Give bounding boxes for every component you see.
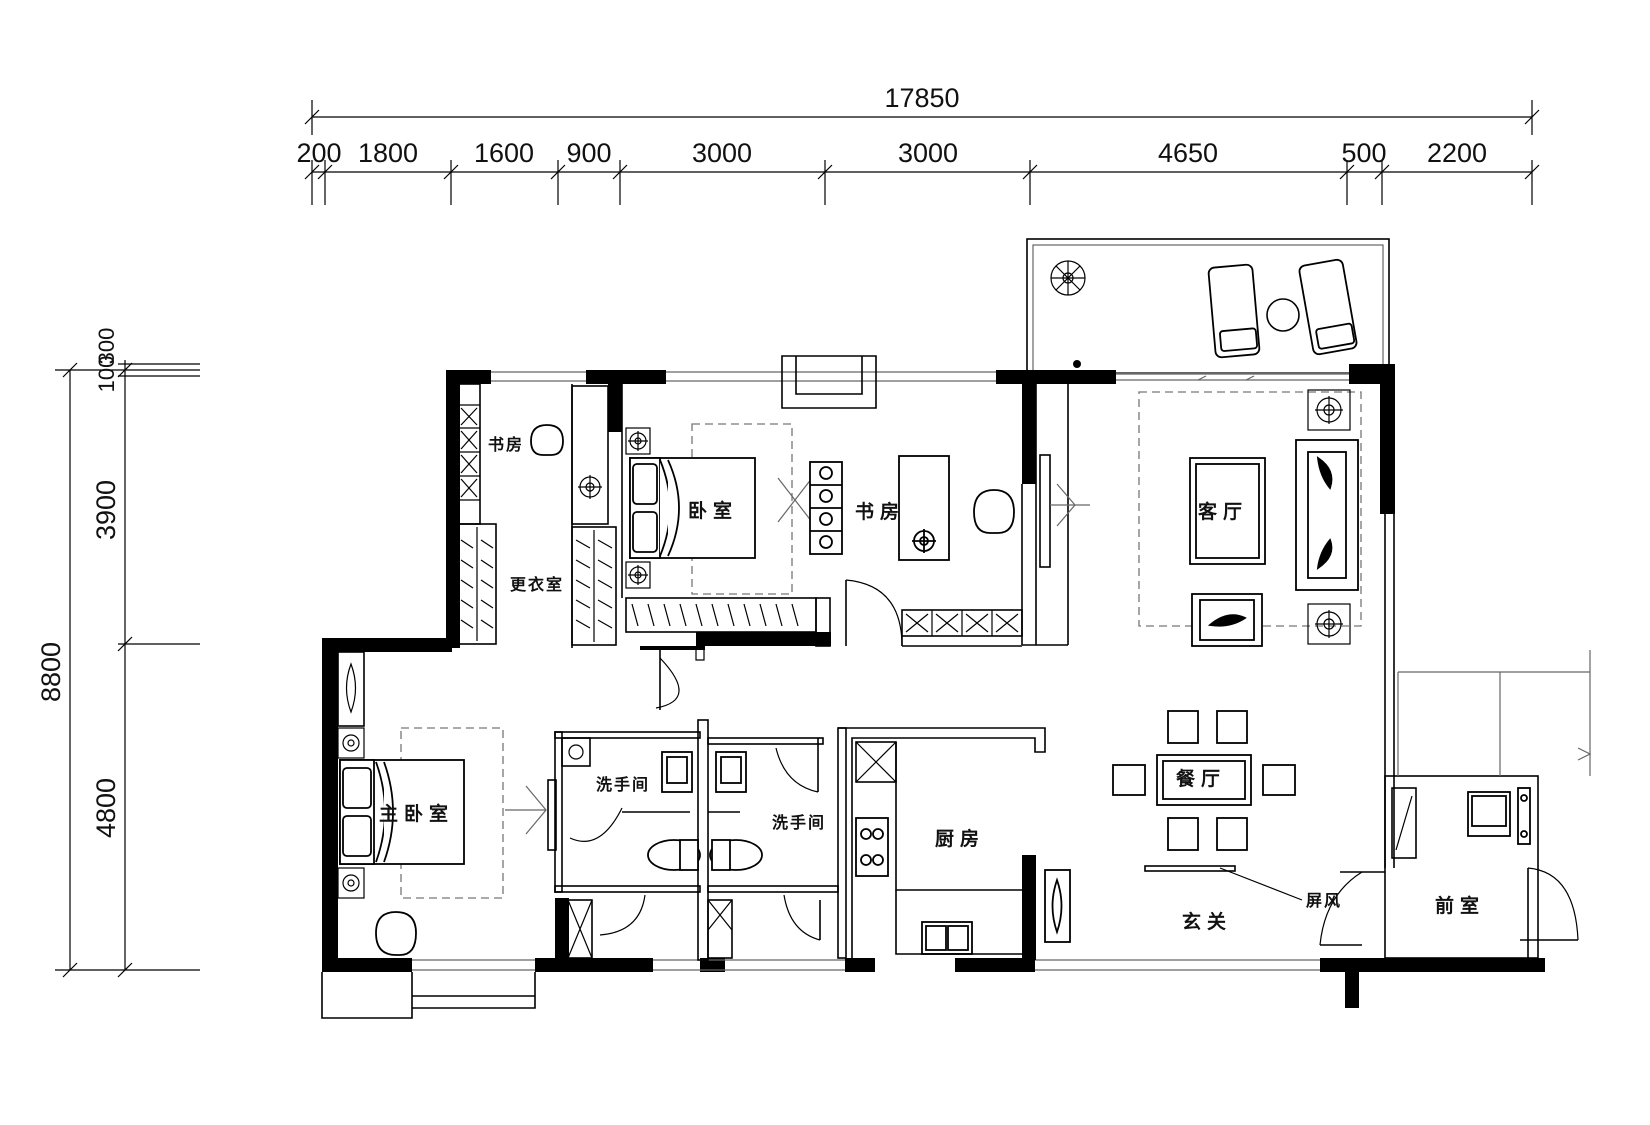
chair-icon (530, 424, 564, 456)
dim-depth-upper: 3900 (91, 480, 121, 540)
label-screen: 屏风 (1306, 891, 1342, 910)
bathrooms: 洗手间 洗手间 (554, 719, 847, 961)
dim-total-width: 17850 (884, 83, 959, 113)
room-label-master-bedroom: 主卧室 (379, 802, 454, 825)
dim-segment-8: 500 (1341, 138, 1386, 168)
bed-icon (629, 457, 756, 559)
kitchen: 厨房 (838, 727, 1046, 958)
bed-icon (339, 759, 465, 865)
lamp-icon (1307, 603, 1351, 645)
dim-segment-3: 1600 (474, 138, 534, 168)
dim-segment-1: 200 (296, 138, 341, 168)
dim-segment-2: 1800 (358, 138, 418, 168)
lamp-icon (337, 727, 365, 759)
armchair-icon (1191, 593, 1263, 647)
dim-depth-lower: 4800 (91, 778, 121, 838)
washing-machine-icon (1467, 787, 1531, 845)
living-room: 客厅 (1138, 375, 1362, 647)
lamp-icon (625, 427, 651, 455)
master-bedroom: 主卧室 (337, 646, 680, 956)
toilet-icon (647, 839, 701, 871)
bedroom: 卧室 (621, 384, 831, 661)
dim-depth-top2: 300 (94, 328, 119, 365)
balcony (1026, 238, 1390, 374)
stove-icon (855, 817, 889, 877)
lounge-chair-icon (1207, 263, 1261, 359)
dim-segment-9: 2200 (1427, 138, 1487, 168)
room-label-bedroom: 卧室 (688, 499, 738, 522)
walls (321, 355, 1545, 1019)
lamp-icon (578, 475, 602, 499)
walk-in-closet: 更衣室 (457, 385, 617, 646)
side-table-icon (1266, 298, 1300, 332)
lamp-icon (1307, 389, 1351, 431)
sink-icon (921, 921, 973, 955)
column-dot (1073, 360, 1081, 368)
toilet-icon (709, 839, 763, 871)
dim-segment-5: 3000 (692, 138, 752, 168)
small-study: 书房 (457, 383, 573, 648)
room-label-entrance: 玄关 (1182, 910, 1232, 933)
room-label-foyer: 前室 (1435, 894, 1485, 917)
lamp-icon (625, 561, 651, 589)
dim-depth-top: 100 (94, 356, 119, 393)
coffee-table-icon (1189, 457, 1266, 565)
dim-ticks (304, 160, 1540, 205)
room-label-kitchen: 厨房 (935, 827, 985, 850)
sink-icon (661, 751, 693, 793)
chair-icon (375, 911, 417, 956)
shoe-cabinet-icon (1044, 869, 1071, 943)
room-label-dining-room: 餐厅 (1176, 767, 1226, 790)
room-label-living-room: 客厅 (1198, 500, 1248, 523)
lamp-icon (337, 867, 365, 899)
sofa-icon (1295, 439, 1359, 591)
room-label-bathroom-2: 洗手间 (772, 813, 826, 832)
lounge-chair-icon (1298, 258, 1358, 356)
dining-room: 餐厅 (1112, 710, 1296, 851)
room-label-study: 书房 (855, 500, 905, 523)
dining-table-icon (1156, 754, 1252, 806)
chair-icon (973, 489, 1015, 534)
study: 书房 (809, 454, 1090, 647)
sofa-icon (809, 461, 843, 555)
dining-chair-icon (1112, 710, 1296, 851)
entrance: 屏风 玄关 (1044, 865, 1385, 946)
top-dimension-chain: 17850 200 1800 1600 900 3000 3000 4650 5… (296, 83, 1540, 205)
desk-icon (898, 455, 950, 561)
foyer: 前室 (1384, 650, 1592, 959)
sink-icon (715, 751, 747, 793)
dim-segment-6: 3000 (898, 138, 958, 168)
dim-segment-4: 900 (566, 138, 611, 168)
dim-segment-7: 4650 (1158, 138, 1218, 168)
room-label-small-study: 书房 (488, 435, 524, 454)
room-label-bathroom-1: 洗手间 (596, 775, 650, 794)
plant-icon (1050, 260, 1086, 296)
room-label-walk-in-closet: 更衣室 (510, 575, 564, 594)
dim-total-depth: 8800 (36, 642, 66, 702)
left-dimension-chain: 8800 100 300 3900 4800 (36, 328, 200, 978)
